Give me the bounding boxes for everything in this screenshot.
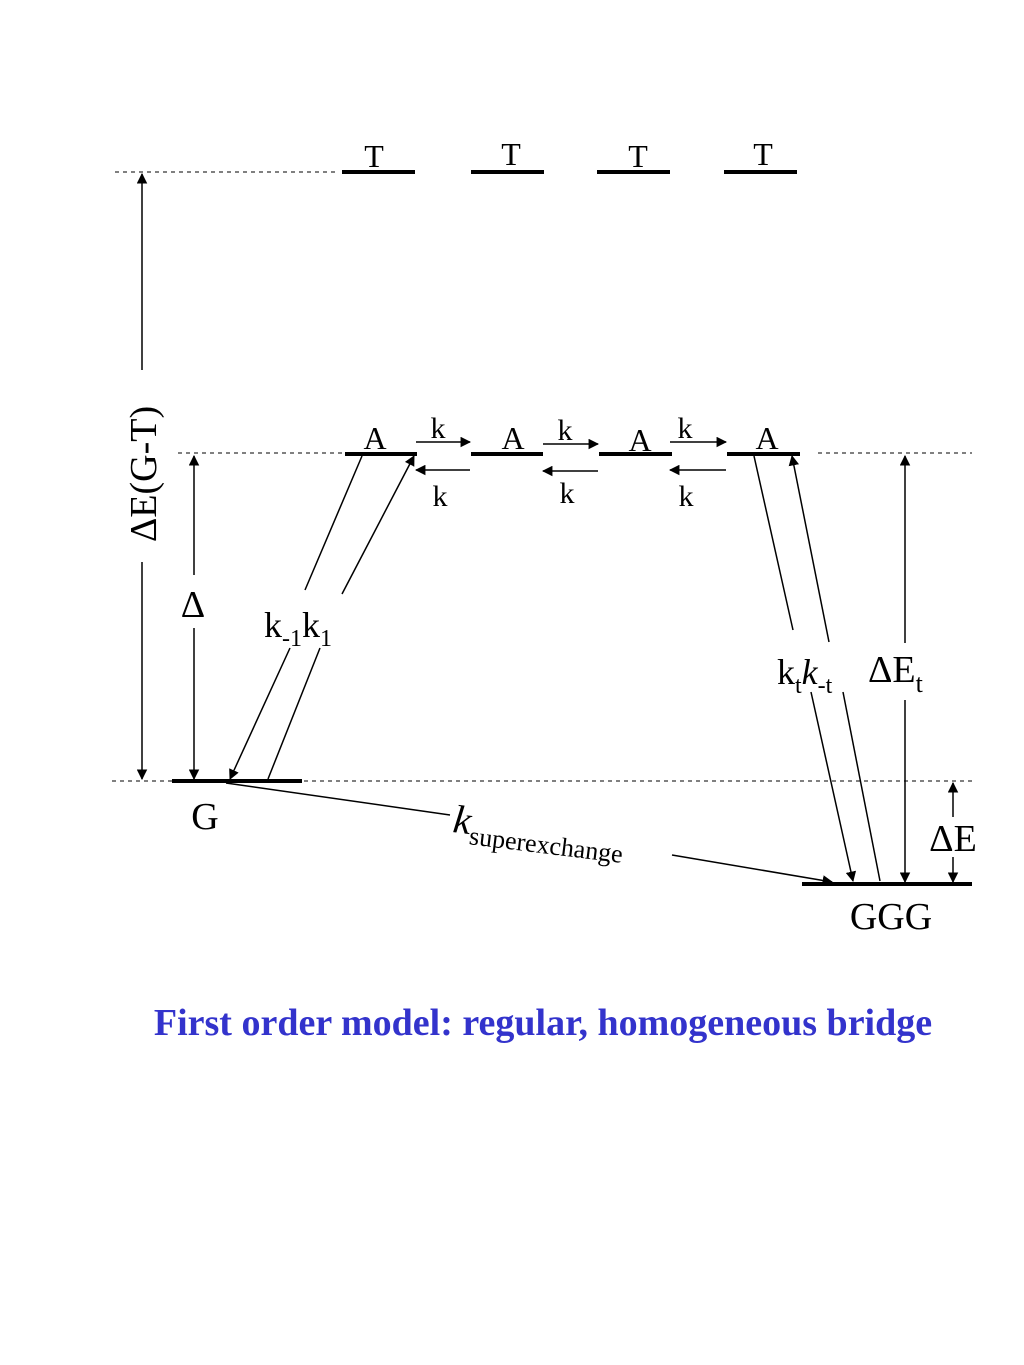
de-label: ΔE <box>929 818 977 860</box>
k-minus-t-line-lower <box>842 691 881 882</box>
a-label-4: A <box>755 420 778 456</box>
k-minus1-line-upper <box>304 455 363 591</box>
t-label-2: T <box>501 136 521 172</box>
hop-backward-label-2: k <box>560 477 575 510</box>
kt-line-upper <box>753 455 794 631</box>
kt-transition-lines <box>753 454 881 883</box>
k1-line-lower <box>267 647 321 780</box>
k-minus1-base: k <box>264 605 282 645</box>
t-label-3: T <box>628 138 648 174</box>
k-minus-t-base: k <box>802 652 819 692</box>
de-t-sub: t <box>916 669 924 698</box>
k-superexchange-label: ksuperexchange <box>450 796 627 869</box>
hop-forward-label-1: k <box>431 412 446 445</box>
k-minus1-sub: -1 <box>282 626 302 652</box>
k1-arrow <box>341 455 415 595</box>
kt-base: k <box>777 652 795 692</box>
k-minus-t-sub: -t <box>818 673 833 699</box>
hop-forward-label-3: k <box>678 412 693 445</box>
de-gt-label: ΔE(G-T) <box>123 406 165 542</box>
kt-sub: t <box>795 673 802 699</box>
t-label-4: T <box>753 136 773 172</box>
k-minus1-k1-label: k-1k1 <box>264 605 332 652</box>
hop-backward-label-3: k <box>679 480 694 513</box>
a-label-1: A <box>363 420 386 456</box>
g-label: G <box>191 796 218 838</box>
de-t-label: ΔEt <box>868 649 924 698</box>
k1-base: k <box>302 605 320 645</box>
hop-backward-label-1: k <box>433 480 448 513</box>
hop-forward-label-2: k <box>558 414 573 447</box>
t-label-1: T <box>364 138 384 174</box>
kt-k-minus-t-label: ktk-t <box>777 652 833 699</box>
k-superexchange-sub: superexchange <box>468 821 625 869</box>
ggg-label: GGG <box>850 896 932 938</box>
k1-sub: 1 <box>320 626 332 652</box>
caption: First order model: regular, homogeneous … <box>154 1002 932 1044</box>
k-minus1-arrow <box>229 647 291 780</box>
superexchange-arrow <box>225 782 834 886</box>
k1-transition-lines <box>229 455 415 780</box>
a-label-3: A <box>628 422 651 458</box>
kt-arrow <box>810 691 857 883</box>
k-minus-t-arrow <box>788 454 830 643</box>
hop-arrows <box>414 436 728 477</box>
de-t-main: ΔE <box>868 649 916 691</box>
delta-label: Δ <box>181 584 205 626</box>
a-label-2: A <box>501 420 524 456</box>
dashed-reference-lines <box>112 171 975 782</box>
